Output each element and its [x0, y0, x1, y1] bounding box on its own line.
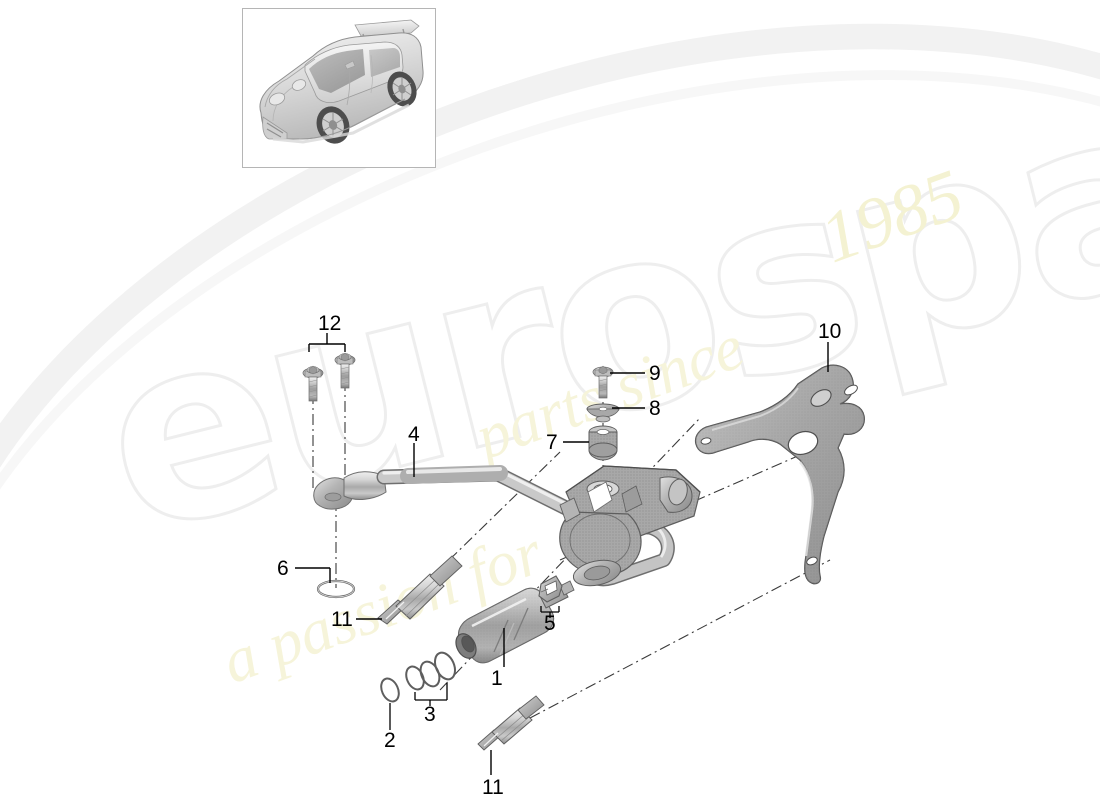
callout-label-9: 9 — [649, 362, 661, 385]
part-housing-master-cylinder — [559, 465, 701, 587]
part-6-o-ring-seal — [316, 579, 356, 599]
part-10-pedal-support-bracket — [694, 364, 865, 585]
callout-label-11-upper: 11 — [331, 608, 353, 631]
callout-label-3: 3 — [424, 703, 436, 726]
callout-label-2: 2 — [384, 729, 396, 752]
callout-label-6: 6 — [277, 557, 289, 580]
part-5-retaining-clip — [538, 575, 563, 618]
part-11-bleeder-screw-lower — [477, 695, 545, 751]
leader-6 — [295, 567, 331, 583]
part-9-hex-flange-bolt — [592, 365, 614, 399]
part-8-washer — [586, 403, 620, 423]
part-1-clutch-slave-cylinder — [455, 580, 575, 664]
callout-leader-lines — [295, 342, 829, 775]
part-12-mounting-bolt-pair — [302, 333, 356, 402]
bolt-12-left — [302, 365, 324, 402]
part-3-sealing-ring-set — [405, 651, 457, 706]
callout-label-1: 1 — [491, 667, 503, 690]
callout-label-8: 8 — [649, 397, 661, 420]
callout-label-7: 7 — [546, 431, 558, 454]
callout-label-11-lower: 11 — [482, 776, 504, 799]
part-2-sealing-ring — [380, 677, 400, 730]
bolt-12-right — [334, 352, 356, 389]
callout-label-10: 10 — [818, 320, 842, 343]
vehicle-thumbnail — [242, 8, 436, 168]
vehicle-thumbnail-illustration — [259, 19, 424, 144]
callout-bracket-12 — [308, 343, 346, 352]
part-7-rubber-mount-bush — [588, 425, 618, 461]
callout-label-4: 4 — [408, 423, 420, 446]
callout-label-12: 12 — [318, 312, 342, 335]
part-11-bleeder-screw-upper — [377, 555, 463, 625]
axis-bleeder-lower — [529, 559, 831, 719]
callout-label-5: 5 — [544, 612, 556, 635]
